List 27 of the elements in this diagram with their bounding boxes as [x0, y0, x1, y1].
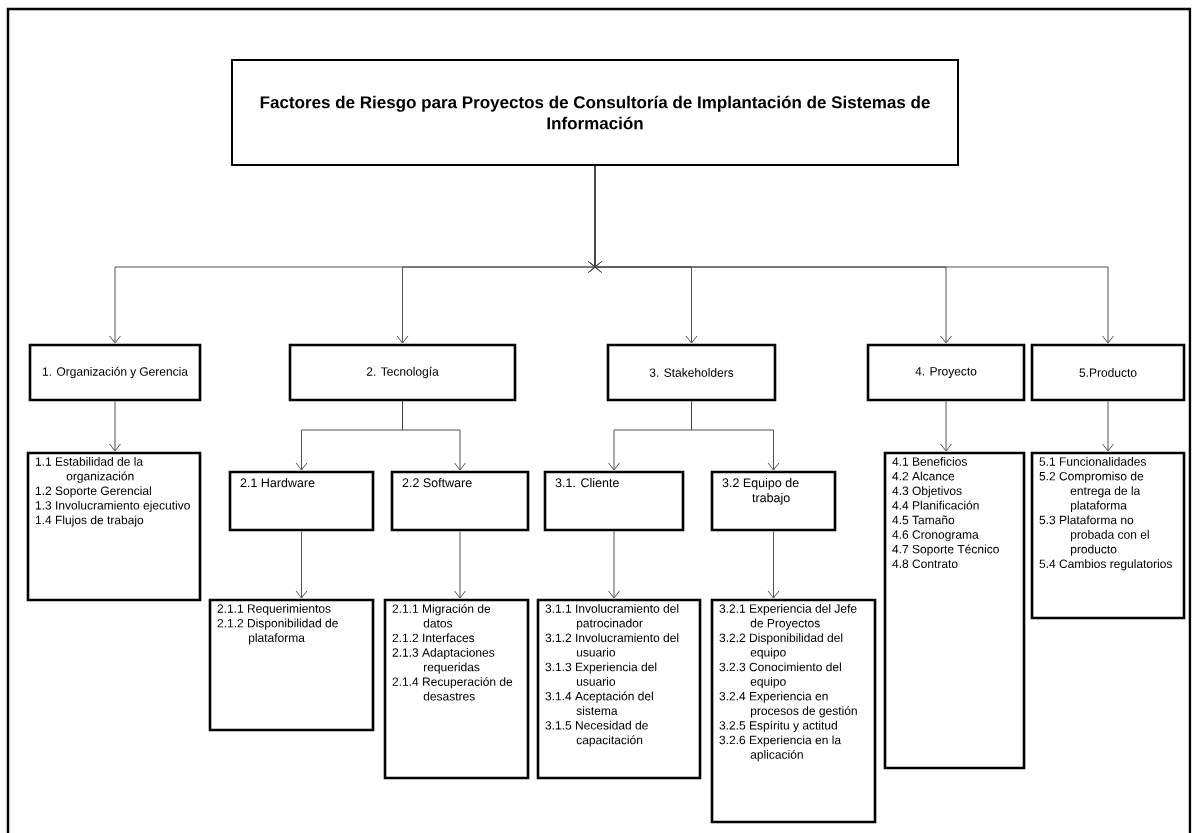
category-box: 2. Tecnología	[288, 343, 517, 402]
arrow	[295, 530, 308, 599]
arrow	[940, 400, 952, 452]
arrow	[109, 400, 121, 452]
category-box: 1. Organización y Gerencia	[28, 343, 202, 402]
arrow	[608, 530, 620, 599]
subcategory-box: 3.1. Cliente	[543, 470, 685, 532]
factor-list-box: 5.1 Funcionalidades 5.2 Compromiso de entrega de la plataforma 5.3 Plataforma no probada con el producto 5.4 Cambios regulatorios	[1030, 451, 1186, 620]
arrow	[454, 530, 466, 599]
factor-list-box: 4.1 Beneficios 4.2 Alcance 4.3 Objetivos 4.4 Planificación 4.5 Tamaño 4.6 Cronograma 4.7 Soporte Técnico 4.8 Contrato	[883, 451, 1026, 770]
arrow	[402, 400, 466, 471]
factor-list-box: 1.1 Estabilidad de la organización 1.2 Soporte Gerencial 1.3 Involucramiento ejecutivo 1.4 Flujos de trabajo	[26, 451, 202, 602]
category-box: 4. Proyecto	[866, 343, 1026, 402]
subcategory-box: 3.2 Equipo de trabajo	[710, 470, 837, 532]
factor-list-box: 2.1.1 Requerimientos 2.1.2 Disponibilidad de plataforma	[208, 598, 375, 732]
arrow	[767, 530, 780, 599]
subcategory-box: 2.2 Software	[390, 470, 530, 532]
arrow	[691, 400, 780, 471]
factor-list-box: 2.1.1 Migración de datos 2.1.2 Interfaces 2.1.3 Adaptaciones requeridas 2.1.4 Recuperación de desastres	[383, 598, 530, 780]
arrow	[587, 165, 1114, 344]
arrow	[1102, 400, 1114, 452]
factor-list-box: 3.2.1 Experiencia del Jefe de Proyectos 3.2.2 Disponibilidad del equipo 3.2.3 Conocimiento del equipo 3.2.4 Experiencia en procesos de gestión 3.2.5 Espíritu y actitud 3.2.6 Experiencia en la aplicación	[710, 598, 877, 824]
category-box: 5.Producto	[1030, 343, 1186, 402]
factor-list-box: 3.1.1 Involucramiento del patrocinador 3.1.2 Involucramiento del usuario 3.1.3 Experiencia del usuario 3.1.4 Aceptación del sistema 3.1.5 Necesidad de capacitación	[536, 598, 702, 780]
category-box: 3. Stakeholders	[606, 343, 777, 402]
title-box: Factores de Riesgo para Proyectos de Consultoría de Implantación de Sistemas de Información	[231, 59, 959, 166]
subcategory-box: 2.1 Hardware	[228, 470, 375, 532]
